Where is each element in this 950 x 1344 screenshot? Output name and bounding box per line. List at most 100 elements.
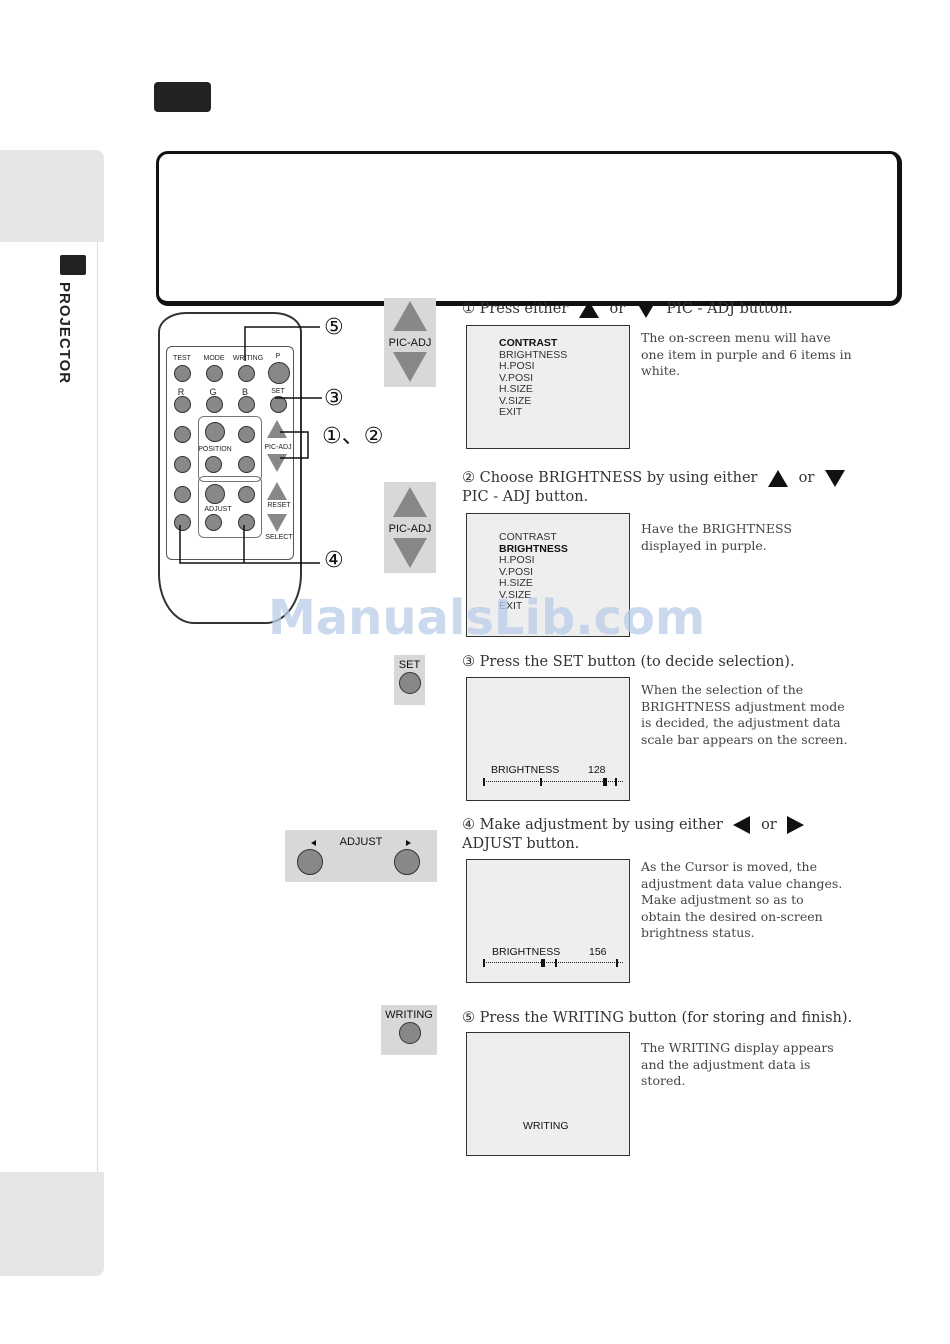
notice-box — [156, 151, 902, 306]
remote-test-button — [174, 365, 191, 382]
adjustment-scale-bar — [483, 778, 623, 786]
on-screen-menu: CONTRAST BRIGHTNESS H.POSI V.POSI H.SIZE… — [499, 531, 568, 612]
writing-button-icon — [399, 1022, 421, 1044]
up-triangle-icon — [578, 300, 599, 318]
side-tab-body — [0, 242, 98, 1172]
screen-value: 128 — [588, 764, 606, 776]
screen-label: BRIGHTNESS — [491, 764, 560, 776]
on-screen-menu: CONTRAST BRIGHTNESS H.POSI V.POSI H.SIZE… — [499, 337, 568, 418]
callout-3: ③ — [324, 386, 344, 411]
step-5-instruction: ⑤ Press the WRITING button (for storing … — [462, 1010, 853, 1026]
remote-position-down-button — [205, 456, 222, 473]
step-4-instruction: ④ Make adjustment by using either or ADJ… — [462, 816, 862, 854]
pic-adj-up-icon — [393, 487, 427, 517]
adjust-left-button-icon — [297, 849, 323, 875]
remote-adjust-up-button — [205, 484, 225, 504]
step-1-description: The on-screen menu will have one item in… — [641, 330, 852, 378]
remote-adjust-right-button — [238, 514, 255, 531]
callout-4: ④ — [324, 548, 344, 573]
remote-g-button — [206, 396, 223, 413]
step-2-instruction: ② Choose BRIGHTNESS by using either or P… — [462, 469, 862, 507]
remote-label-r: R — [177, 387, 185, 397]
writing-panel: WRITING — [381, 1005, 437, 1055]
right-triangle-icon — [787, 816, 805, 834]
step-3-instruction: ③ Press the SET button (to decide select… — [462, 654, 795, 670]
remote-adjust-down-button — [205, 514, 222, 531]
remote-mode-button — [206, 365, 223, 382]
screen-writing: WRITING — [466, 1032, 630, 1156]
set-label: SET — [398, 659, 421, 671]
remote-button — [238, 426, 255, 443]
remote-button — [174, 486, 191, 503]
remote-label-set: SET — [271, 388, 285, 395]
remote-position-up-button — [205, 422, 225, 442]
remote-set-button — [270, 396, 287, 413]
remote-label-adjust: ADJUST — [204, 506, 232, 513]
callout-1-2: ①、② — [322, 424, 384, 449]
remote-label-position: POSITION — [198, 446, 232, 453]
left-triangle-icon — [733, 816, 751, 834]
adjust-label: ADJUST — [339, 836, 383, 848]
pic-adj-down-icon — [393, 352, 427, 382]
step-4-description: As the Cursor is moved, the adjustment d… — [641, 859, 843, 940]
pic-adj-down-icon — [393, 538, 427, 568]
adjust-panel: ADJUST — [285, 830, 437, 882]
remote-reset-icon — [267, 482, 287, 500]
pic-adj-label: PIC-ADJ — [388, 337, 432, 349]
screen-brightness-156: BRIGHTNESS 156 — [466, 859, 630, 983]
adjustment-scale-bar — [483, 959, 623, 967]
section-marker — [154, 82, 211, 112]
remote-position-group — [198, 416, 262, 482]
step-1-instruction: ① Press either or PIC - ADJ button. — [462, 300, 793, 318]
screen-label: BRIGHTNESS — [492, 946, 561, 958]
up-triangle-icon — [768, 469, 789, 487]
adjust-right-button-icon — [394, 849, 420, 875]
step-5-description: The WRITING display appears and the adju… — [641, 1040, 834, 1088]
screen-menu-2: CONTRAST BRIGHTNESS H.POSI V.POSI H.SIZE… — [466, 513, 630, 637]
remote-button — [174, 426, 191, 443]
remote-position-left-button — [174, 456, 191, 473]
set-panel: SET — [394, 655, 425, 705]
side-tab-bottom — [0, 1172, 104, 1276]
screen-brightness-128: BRIGHTNESS 128 — [466, 677, 630, 801]
remote-label-mode: MODE — [203, 355, 225, 362]
remote-key-area — [166, 346, 294, 560]
remote-label-reset: RESET — [267, 502, 291, 509]
chevron-right-icon — [406, 840, 411, 846]
callout-5: ⑤ — [324, 315, 344, 340]
side-tab-marker — [60, 255, 86, 275]
remote-label-select: SELECT — [265, 534, 293, 541]
remote-r-button — [174, 396, 191, 413]
remote-writing-button — [238, 365, 255, 382]
set-button-icon — [399, 672, 421, 694]
side-tab-top — [0, 150, 104, 242]
screen-label: WRITING — [523, 1120, 569, 1132]
side-tab-label: PROJECTOR — [56, 282, 73, 385]
screen-value: 156 — [589, 946, 607, 958]
remote-position-right-button — [238, 456, 255, 473]
remote-adjust-left-button — [174, 514, 191, 531]
down-triangle-icon — [824, 469, 845, 487]
screen-menu-1: CONTRAST BRIGHTNESS H.POSI V.POSI H.SIZE… — [466, 325, 630, 449]
remote-p-button — [268, 362, 290, 384]
remote-label-pic-adj: PIC-ADJ — [264, 444, 292, 451]
remote-button — [238, 486, 255, 503]
pic-adj-panel-1: PIC-ADJ — [384, 298, 436, 387]
down-triangle-icon — [635, 300, 656, 318]
remote-pic-adj-up-icon — [267, 420, 287, 438]
step-2-description: Have the BRIGHTNESS displayed in purple. — [641, 521, 792, 553]
remote-label-g: G — [209, 387, 217, 397]
step-3-description: When the selection of the BRIGHTNESS adj… — [641, 682, 848, 747]
remote-label-b: B — [241, 387, 248, 397]
pic-adj-up-icon — [393, 301, 427, 331]
remote-label-writing: WRITING — [232, 355, 264, 362]
pic-adj-panel-2: PIC-ADJ — [384, 482, 436, 573]
remote-label-p: P — [275, 353, 281, 360]
watermark: ManualsLib.com — [268, 590, 705, 646]
pic-adj-label: PIC-ADJ — [388, 523, 432, 535]
remote-adjust-group — [198, 476, 262, 538]
chevron-left-icon — [311, 840, 316, 846]
remote-select-icon — [267, 514, 287, 532]
remote-control: TEST MODE WRITING P R G B SET POSITION P… — [158, 312, 302, 624]
remote-b-button — [238, 396, 255, 413]
